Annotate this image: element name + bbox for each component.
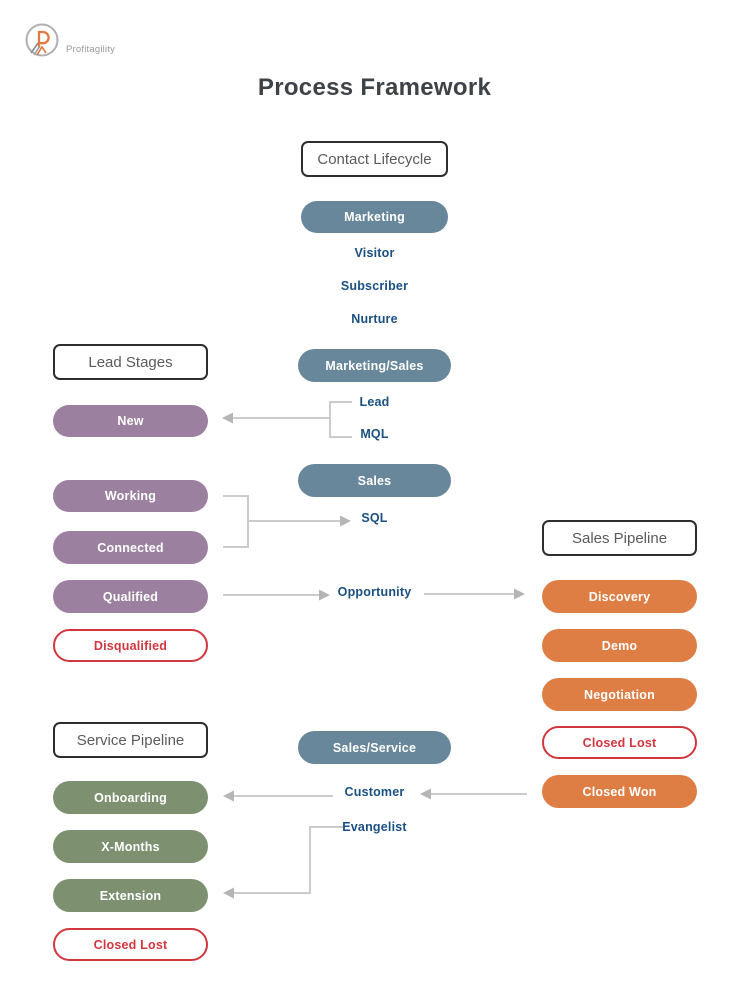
marketing-sales-pill: Marketing/Sales — [298, 349, 451, 382]
extension-pill: Extension — [53, 879, 208, 912]
disqualified-pill: Disqualified — [53, 629, 208, 662]
qualified-pill: Qualified — [53, 580, 208, 613]
connected-pill: Connected — [53, 531, 208, 564]
profitagility-logo-icon — [25, 23, 59, 57]
opportunity-label: Opportunity — [337, 585, 412, 599]
service-closed-lost-pill: Closed Lost — [53, 928, 208, 961]
service-pipeline-box: Service Pipeline — [53, 722, 208, 758]
connector-evangelist-to-extension — [223, 826, 345, 899]
onboarding-pill: Onboarding — [53, 781, 208, 814]
marketing-pill: Marketing — [301, 201, 448, 233]
lead-stages-box: Lead Stages — [53, 344, 208, 380]
contact-lifecycle-box: Contact Lifecycle — [301, 141, 448, 177]
demo-pill: Demo — [542, 629, 697, 662]
mql-label: MQL — [360, 427, 389, 441]
sql-label: SQL — [361, 511, 388, 525]
sales-pipeline-box: Sales Pipeline — [542, 520, 697, 556]
sales-service-pill: Sales/Service — [298, 731, 451, 764]
working-pill: Working — [53, 480, 208, 512]
subscriber-label: Subscriber — [340, 279, 409, 293]
evangelist-label: Evangelist — [342, 820, 407, 834]
new-pill: New — [53, 405, 208, 437]
sales-pill: Sales — [298, 464, 451, 497]
customer-label: Customer — [344, 785, 405, 799]
discovery-pill: Discovery — [542, 580, 697, 613]
x-months-pill: X-Months — [53, 830, 208, 863]
closed-won-pill: Closed Won — [542, 775, 697, 808]
negotiation-pill: Negotiation — [542, 678, 697, 711]
lead-label: Lead — [359, 395, 390, 409]
page-title: Process Framework — [257, 74, 492, 101]
nurture-label: Nurture — [351, 312, 398, 326]
sales-closed-lost-pill: Closed Lost — [542, 726, 697, 759]
visitor-label: Visitor — [354, 246, 395, 260]
logo-wordmark: Profitagility — [66, 44, 116, 55]
